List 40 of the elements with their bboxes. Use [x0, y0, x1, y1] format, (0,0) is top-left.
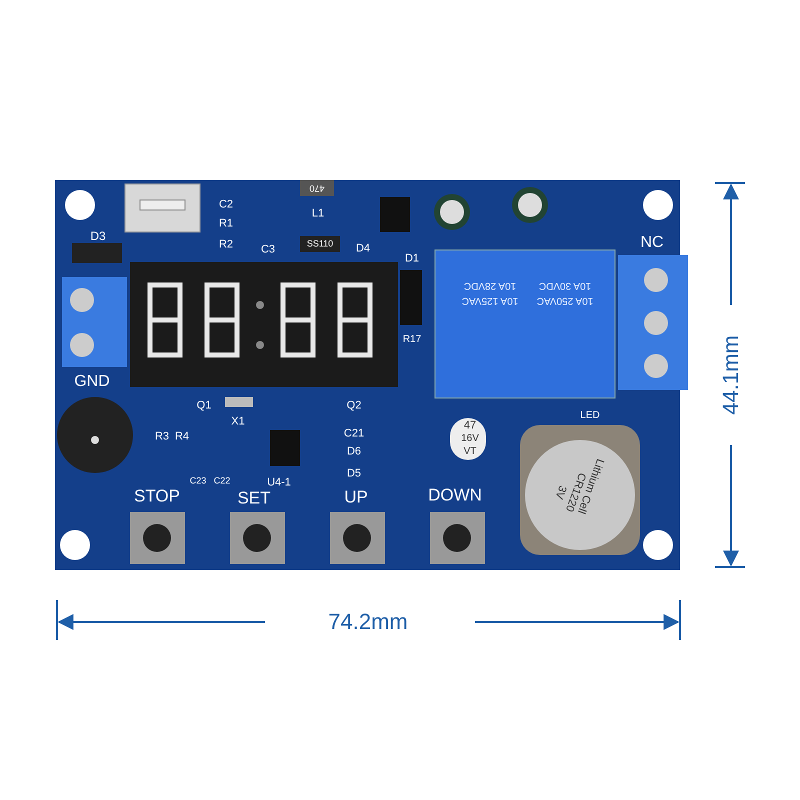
- silkscreen-label: LED: [580, 411, 600, 421]
- component-marking: 47: [464, 420, 476, 432]
- silkscreen-label: Q1: [196, 400, 212, 412]
- relay-rating: 10A 28VDC: [464, 280, 516, 290]
- button-label: DOWN: [428, 486, 482, 504]
- battery-marking: 3V: [552, 484, 568, 500]
- terminal-label: GND: [74, 374, 110, 390]
- silkscreen-label: L1: [312, 208, 324, 220]
- silkscreen-label: C21: [344, 428, 364, 440]
- relay-rating: 10A 125VAC: [462, 295, 518, 305]
- relay-rating: 10A 250VAC: [536, 295, 594, 305]
- silkscreen-label: U4-1: [267, 478, 291, 488]
- silkscreen-label: R3: [154, 432, 170, 442]
- relay-rating: 10A 30VDC: [538, 280, 592, 290]
- silkscreen-label: D1: [404, 254, 420, 264]
- component-marking: 16V: [461, 434, 479, 444]
- silkscreen-label: R4: [174, 432, 190, 442]
- dimension-value: 44.1mm: [720, 335, 742, 415]
- terminal-label: NC: [640, 235, 664, 251]
- silkscreen-label: D6: [346, 446, 362, 458]
- usb-port: [124, 184, 200, 232]
- silkscreen-label: Q2: [346, 400, 362, 412]
- silkscreen-label: D3: [90, 230, 106, 242]
- component-marking: VT: [464, 447, 476, 457]
- silkscreen-label: R17: [402, 335, 422, 345]
- button-label: UP: [344, 488, 368, 506]
- silkscreen-label: C3: [260, 244, 276, 256]
- dimension-value: 74.2mm: [328, 611, 408, 633]
- button-label: STOP: [134, 488, 180, 504]
- component-marking: SS110: [306, 240, 334, 248]
- button-label: SET: [237, 490, 271, 506]
- silkscreen-label: D5: [346, 468, 362, 480]
- silkscreen-label: C2: [218, 200, 234, 210]
- silkscreen-label: D4: [356, 244, 370, 254]
- silkscreen-label: C22: [214, 476, 230, 486]
- component-marking: 470: [309, 184, 325, 192]
- silkscreen-label: R1: [218, 218, 234, 230]
- silkscreen-label: R2: [218, 240, 234, 250]
- silkscreen-label: X1: [231, 416, 245, 428]
- silkscreen-label: C23: [190, 476, 206, 486]
